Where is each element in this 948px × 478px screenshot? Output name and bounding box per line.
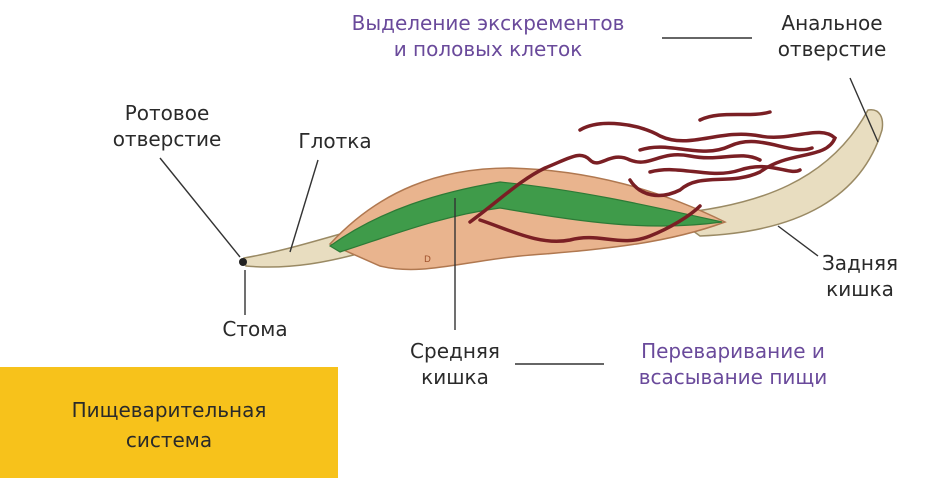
gonad-coils <box>468 110 838 243</box>
anal-opening-label: Анальное отверстие <box>777 11 887 61</box>
hindgut-label: Задняя кишка <box>821 251 899 301</box>
digestion-label: Переваривание и всасывание пищи <box>638 339 828 389</box>
midgut-band <box>328 181 723 253</box>
legend-title: Пищеварительная система <box>71 398 267 452</box>
midgut-label: Средняя кишка <box>410 339 500 389</box>
body-mark: D <box>424 255 431 265</box>
legend-box: Пищеварительная система <box>0 367 338 478</box>
mouth-opening-label: Ротовое отверстие <box>112 101 222 151</box>
excretion-label: Выделение экскрементов и половых клеток <box>351 11 625 61</box>
mouth-point <box>239 258 247 266</box>
pharynx-label: Глотка <box>298 129 372 153</box>
stoma-label: Стома <box>222 317 288 341</box>
worm-body <box>328 167 727 271</box>
leader-lines <box>159 37 879 365</box>
